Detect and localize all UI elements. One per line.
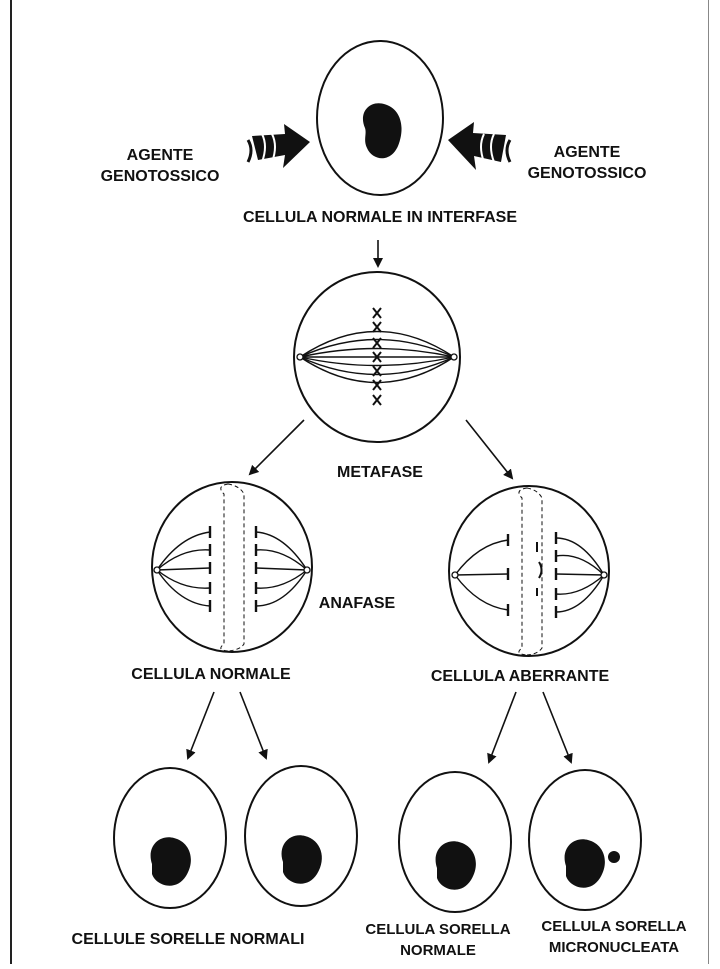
arrow-aberrant-to-sister-micronucleated: [543, 692, 571, 762]
micronucleus: [608, 851, 620, 863]
sister-cell-micronucleated: [529, 770, 641, 910]
sister-cell-normal-2: [245, 766, 357, 906]
arrow-aberrant-to-sister-normal: [489, 692, 516, 762]
sister-normal-label-line1: CELLULA SORELLA: [365, 921, 510, 938]
interphase-label: CELLULA NORMALE IN INTERFASE: [243, 209, 517, 226]
anaphase-aberrant-chromatids: [508, 532, 556, 618]
aberrant-cell-label: CELLULA ABERRANTE: [431, 668, 610, 685]
anaphase-aberrant-spindle-left: [455, 540, 508, 610]
arrow-metaphase-to-normal: [250, 420, 304, 474]
agent-label-left-line2: GENOTOSSICO: [101, 168, 220, 185]
sister-normal-label-line2: NORMALE: [400, 942, 476, 959]
sister-normals-label: CELLULE SORELLE NORMALI: [72, 931, 305, 948]
frame-border-left: [10, 0, 12, 964]
frame-border-right: [708, 0, 709, 964]
anaphase-normal-spindle-left: [157, 532, 210, 606]
anaphase-aberrant-cell: [449, 486, 609, 656]
sister-micro-label-line1: CELLULA SORELLA: [541, 918, 686, 935]
interphase-nucleus: [363, 103, 402, 158]
agent-label-right-line1: AGENTE: [554, 144, 621, 161]
genotoxic-arrow-right: [448, 122, 510, 170]
agent-label-right-line2: GENOTOSSICO: [528, 165, 647, 182]
anaphase-normal-cell: [152, 482, 312, 652]
arrow-normal-to-sister-2: [240, 692, 266, 758]
sister-cell-normal-aberrant: [399, 772, 511, 912]
anaphase-aberrant-spindle-right: [556, 538, 604, 612]
anaphase-normal-chromatids: [210, 526, 256, 612]
normal-cell-label: CELLULA NORMALE: [131, 666, 291, 683]
arrow-normal-to-sister-1: [188, 692, 214, 758]
metaphase-cell: [294, 272, 460, 442]
genotoxic-arrow-left: [248, 124, 310, 168]
anaphase-normal-spindle-right: [256, 532, 307, 606]
sister-micro-label-line2: MICRONUCLEATA: [549, 939, 679, 956]
lagging-chromosome-fragments: [537, 542, 542, 596]
metaphase-label: METAFASE: [337, 464, 423, 481]
agent-label-left-line1: AGENTE: [127, 147, 194, 164]
sister-cell-normal-1: [114, 768, 226, 908]
anaphase-label: ANAFASE: [319, 595, 396, 612]
interphase-cell: [317, 41, 443, 195]
arrow-metaphase-to-aberrant: [466, 420, 512, 478]
